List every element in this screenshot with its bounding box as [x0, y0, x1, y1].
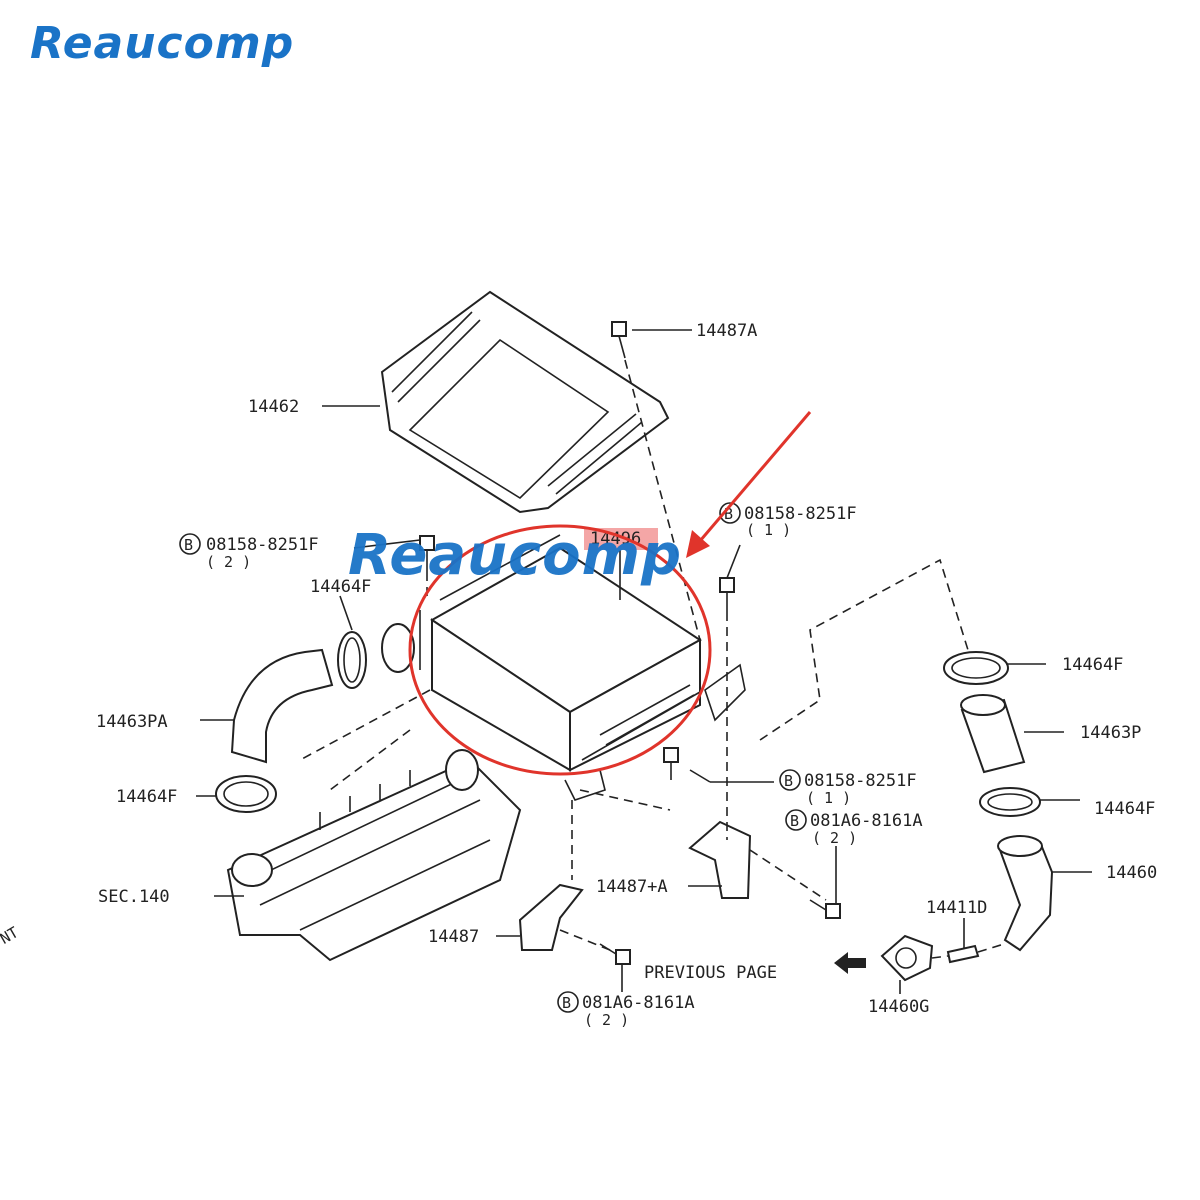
label-bolt-08158-8251F-3: 08158-8251F — [804, 771, 917, 791]
hose-14463P — [960, 694, 1026, 774]
pipe-14460 — [997, 835, 1054, 952]
label-14496: 14496 — [590, 529, 641, 549]
label-edge-text: NT — [0, 923, 21, 948]
label-14464F-left: 14464F — [310, 577, 371, 597]
gasket-14460G — [880, 934, 934, 982]
label-bolt-qty-2: ( 2 ) — [206, 553, 251, 571]
label-bolt-qty-1: ( 1 ) — [746, 521, 791, 539]
bolt-symbol-markers — [179, 502, 807, 1013]
highlight-circle — [408, 524, 712, 776]
bolt-symbol-1: B — [184, 536, 193, 554]
intake-manifold-sec140 — [226, 749, 522, 962]
highlight-arrow-icon — [686, 411, 812, 558]
label-14463PA: 14463PA — [96, 712, 168, 732]
previous-page-link[interactable]: PREVIOUS PAGE — [644, 963, 777, 983]
hose-14463PA — [230, 648, 334, 764]
leader-lines — [196, 329, 1092, 994]
clamp-14464F-right-upper — [943, 651, 1009, 685]
label-14460G: 14460G — [868, 997, 929, 1017]
clamp-14464F-right-lower — [979, 787, 1041, 817]
previous-page-arrow-icon — [834, 952, 866, 974]
label-14411D: 14411D — [926, 898, 987, 918]
bolt-symbol-5: B — [562, 994, 571, 1012]
assembly-guide-lines — [299, 359, 1005, 959]
bolt-symbol-4: B — [790, 812, 799, 830]
bracket-14487-plus-A — [688, 820, 752, 899]
label-bolt-081A6-8161A-2: 081A6-8161A — [582, 993, 695, 1013]
bracket-14487 — [518, 883, 584, 951]
label-bolt-08158-8251F-1: 08158-8251F — [744, 504, 857, 524]
label-14464F-left-lower: 14464F — [116, 787, 177, 807]
intercooler-14496 — [381, 534, 746, 801]
brand-logo-top: Reaucomp — [30, 18, 295, 69]
bolt-symbol-2: B — [724, 505, 733, 523]
bracket-14462 — [380, 290, 670, 514]
label-14460: 14460 — [1106, 863, 1157, 883]
label-14487: 14487 — [428, 927, 479, 947]
stud-14411D — [946, 944, 980, 964]
label-bolt-081A6-8161A-1: 081A6-8161A — [810, 811, 923, 831]
brand-watermark: Reaucomp — [348, 523, 683, 588]
clamp-14464F-left — [337, 631, 367, 689]
label-bolt-08158-8251F-2: 08158-8251F — [206, 535, 319, 555]
label-14487A: 14487A — [696, 321, 757, 341]
label-sec140: SEC.140 — [98, 887, 170, 907]
label-bolt-qty-3: ( 1 ) — [806, 789, 851, 807]
bolt-icon — [419, 321, 841, 965]
label-14487-plus-A: 14487+A — [596, 877, 668, 897]
label-14463P: 14463P — [1080, 723, 1141, 743]
label-14462: 14462 — [248, 397, 299, 417]
bolt-symbol-3: B — [784, 772, 793, 790]
label-bolt-qty-4: ( 2 ) — [812, 829, 857, 847]
label-bolt-qty-5: ( 2 ) — [584, 1011, 629, 1029]
label-14464F-right-upper: 14464F — [1062, 655, 1123, 675]
label-14464F-right-lower: 14464F — [1094, 799, 1155, 819]
